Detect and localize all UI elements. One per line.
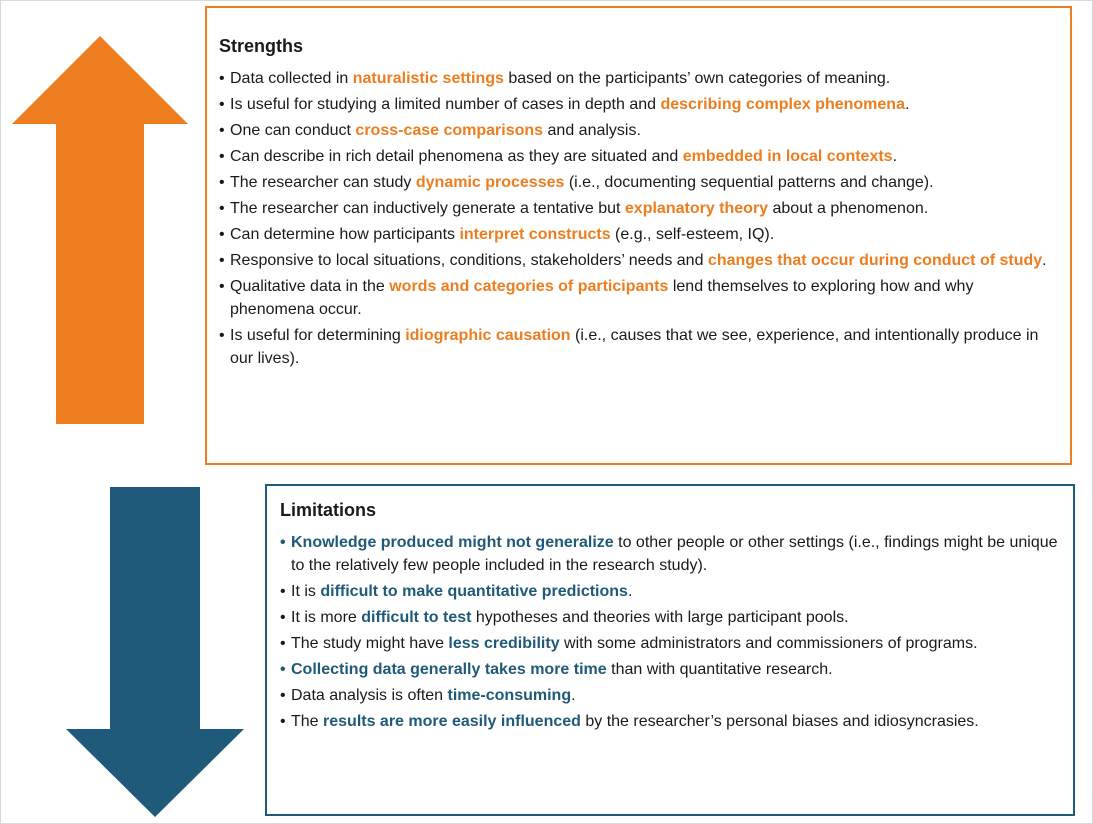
list-item: Data collected in naturalistic settings … bbox=[219, 67, 1060, 90]
limitations-title: Limitations bbox=[280, 500, 377, 520]
item-highlight: naturalistic settings bbox=[352, 70, 504, 87]
list-item: The study might have less credibility wi… bbox=[280, 632, 1063, 655]
item-text-post: (e.g., self-esteem, IQ). bbox=[610, 226, 775, 243]
list-item: Can determine how participants interpret… bbox=[219, 223, 1060, 246]
limitations-list: Knowledge produced might not generalize … bbox=[280, 531, 1063, 733]
limitations-panel: Limitations Knowledge produced might not… bbox=[265, 484, 1075, 816]
strengths-title: Strengths bbox=[219, 36, 304, 56]
list-item: Collecting data generally takes more tim… bbox=[280, 658, 1063, 681]
item-text-pre: The researcher can inductively generate … bbox=[230, 200, 625, 217]
item-highlight: dynamic processes bbox=[415, 174, 565, 191]
item-text-post: hypotheses and theories with large parti… bbox=[471, 609, 849, 626]
list-item: Knowledge produced might not generalize … bbox=[280, 531, 1063, 577]
list-item: Qualitative data in the words and catego… bbox=[219, 275, 1060, 321]
item-highlight: changes that occur during conduct of stu… bbox=[707, 252, 1043, 269]
item-text-post: than with quantitative research. bbox=[606, 661, 833, 678]
item-text-pre: Responsive to local situations, conditio… bbox=[230, 252, 708, 269]
item-highlight: results are more easily influenced bbox=[323, 713, 581, 730]
item-highlight: idiographic causation bbox=[405, 327, 571, 344]
item-text-pre: The bbox=[291, 713, 324, 730]
list-item: Is useful for determining idiographic ca… bbox=[219, 324, 1060, 370]
item-text-post: lend themselves to exploring how and why… bbox=[230, 278, 974, 318]
item-text-pre: Is useful for determining bbox=[230, 327, 406, 344]
item-text-post: . bbox=[904, 96, 910, 113]
item-text-pre: Can describe in rich detail phenomena as… bbox=[230, 148, 683, 165]
list-item: One can conduct cross-case comparisons a… bbox=[219, 119, 1060, 142]
strengths-panel: Strengths Data collected in naturalistic… bbox=[205, 6, 1072, 465]
item-text-pre: The study might have bbox=[291, 635, 449, 652]
item-text-pre: One can conduct bbox=[230, 122, 356, 139]
item-text-post: to other people or other settings (i.e.,… bbox=[291, 534, 1058, 574]
item-highlight: difficult to make quantitative predictio… bbox=[320, 583, 628, 600]
list-item: It is more difficult to test hypotheses … bbox=[280, 606, 1063, 629]
item-highlight: interpret constructs bbox=[459, 226, 611, 243]
arrow-down-icon bbox=[66, 487, 244, 817]
list-item: Is useful for studying a limited number … bbox=[219, 93, 1060, 116]
list-item: It is difficult to make quantitative pre… bbox=[280, 580, 1063, 603]
list-item: The researcher can inductively generate … bbox=[219, 197, 1060, 220]
item-text-post: . bbox=[627, 583, 633, 600]
list-item: Can describe in rich detail phenomena as… bbox=[219, 145, 1060, 168]
item-highlight: describing complex phenomena bbox=[660, 96, 905, 113]
item-text-pre: It is bbox=[291, 583, 321, 600]
item-text-post: based on the participants’ own categorie… bbox=[503, 70, 891, 87]
item-highlight: Collecting data generally takes more tim… bbox=[291, 661, 607, 678]
item-text-post: . bbox=[1042, 252, 1047, 269]
list-item: Data analysis is often time-consuming. bbox=[280, 684, 1063, 707]
item-text-post: (i.e., documenting sequential patterns a… bbox=[564, 174, 934, 191]
item-text-pre: Data collected in bbox=[230, 70, 353, 87]
item-text-pre: It is more bbox=[291, 609, 362, 626]
item-highlight: explanatory theory bbox=[624, 200, 769, 217]
item-text-pre: Can determine how participants bbox=[230, 226, 460, 243]
item-text-post: (i.e., causes that we see, experience, a… bbox=[230, 327, 1039, 367]
item-highlight: difficult to test bbox=[361, 609, 472, 626]
list-item: The results are more easily influenced b… bbox=[280, 710, 1063, 733]
list-item: The researcher can study dynamic process… bbox=[219, 171, 1060, 194]
item-text-pre: Is useful for studying a limited number … bbox=[230, 96, 661, 113]
item-text-pre: Data analysis is often bbox=[291, 687, 448, 704]
item-highlight: time-consuming bbox=[447, 687, 572, 704]
item-text-post: by the researcher’s personal biases and … bbox=[580, 713, 979, 730]
item-text-post: . bbox=[892, 148, 898, 165]
item-highlight: words and categories of participants bbox=[389, 278, 669, 295]
item-text-pre: Qualitative data in the bbox=[230, 278, 390, 295]
item-highlight: embedded in local contexts bbox=[682, 148, 893, 165]
item-highlight: Knowledge produced might not generalize bbox=[291, 534, 614, 551]
item-highlight: cross-case comparisons bbox=[355, 122, 544, 139]
strengths-list: Data collected in naturalistic settings … bbox=[219, 67, 1060, 370]
item-highlight: less credibility bbox=[448, 635, 560, 652]
item-text-post: . bbox=[571, 687, 576, 704]
list-item: Responsive to local situations, conditio… bbox=[219, 249, 1060, 272]
arrow-up-icon bbox=[12, 36, 188, 424]
item-text-post: and analysis. bbox=[543, 122, 641, 139]
item-text-pre: The researcher can study bbox=[230, 174, 416, 191]
item-text-post: about a phenomenon. bbox=[768, 200, 929, 217]
item-text-post: with some administrators and commissione… bbox=[559, 635, 978, 652]
